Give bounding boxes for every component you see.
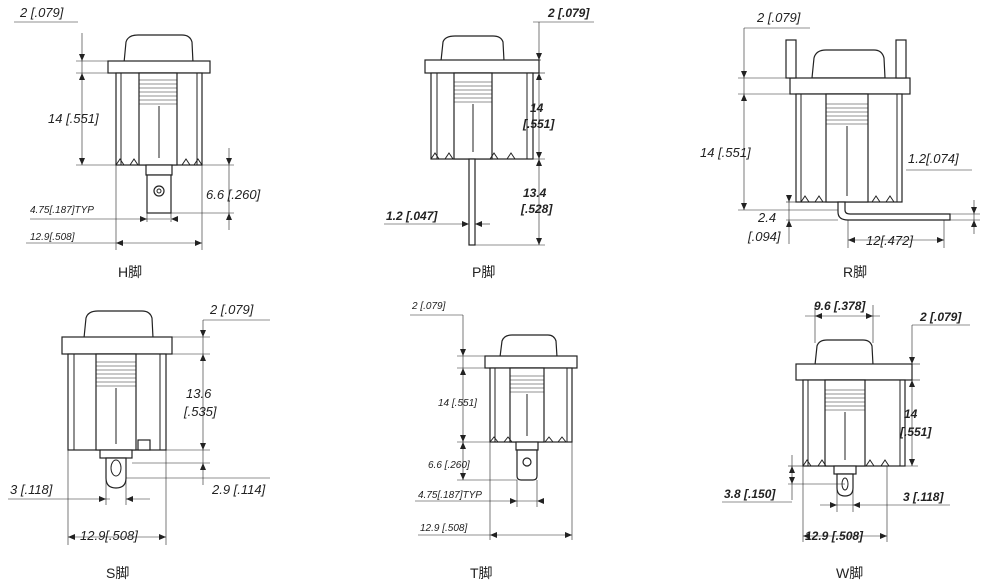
view-t: 2 [.079] 14 [.551] 6.6 [.260] 4.75[.187]… xyxy=(410,301,578,581)
view-p: 2 [.079] 14 [.551] 13.4 [.528] 1.2 [.047… xyxy=(384,6,594,280)
r-caption: R脚 xyxy=(843,264,867,280)
p-dim-body-height-b: [.551] xyxy=(522,117,555,131)
t-dim-body-height: 14 [.551] xyxy=(438,398,477,409)
p-dim-top-offset: 2 [.079] xyxy=(547,6,590,20)
r-dim-bend-b: [.094] xyxy=(747,229,781,244)
s-switch-body xyxy=(61,310,173,489)
w-dim-tab-len: 3 [.118] xyxy=(903,490,944,504)
h-dim-overall-width: 12.9[.508] xyxy=(30,232,75,243)
p-dim-pin-len-a: 13.4 xyxy=(523,186,547,200)
s-dim-body-height-b: [.535] xyxy=(183,404,217,419)
w-caption: W脚 xyxy=(836,565,863,581)
w-dim-hole-offset: 3.8 [.150] xyxy=(724,487,776,501)
h-dim-body-height: 14 [.551] xyxy=(48,111,99,126)
h-dim-terminal-len: 6.6 [.260] xyxy=(206,187,261,202)
t-switch-body xyxy=(484,334,578,481)
view-s: 2 [.079] 13.6 [.535] 2.9 [.114] 3 [.118]… xyxy=(8,302,270,581)
view-h: 2 [.079] 14 [.551] 6.6 [.260] 4.75[.187]… xyxy=(14,5,261,280)
r-dim-bend-a: 2.4 xyxy=(757,210,776,225)
w-dim-top-offset: 2 [.079] xyxy=(919,310,962,324)
w-dim-body-height-a: 14 xyxy=(904,407,918,421)
r-dim-pin-reach: 12[.472] xyxy=(866,233,913,248)
r-dim-pin-thick: 1.2[.074] xyxy=(908,151,959,166)
t-dim-overall-width: 12.9 [.508] xyxy=(420,523,467,534)
s-dim-hole-offset: 3 [.118] xyxy=(10,482,53,497)
s-caption: S脚 xyxy=(106,565,129,581)
t-dim-terminal-len: 6.6 [.260] xyxy=(428,460,470,471)
r-dim-top-offset: 2 [.079] xyxy=(756,10,801,25)
t-caption: T脚 xyxy=(470,565,493,581)
t-dim-top-offset: 2 [.079] xyxy=(411,301,446,312)
s-dim-body-height-a: 13.6 xyxy=(186,386,212,401)
h-dim-top-offset: 2 [.079] xyxy=(19,5,64,20)
p-dim-pin-dia: 1.2 [.047] xyxy=(386,209,438,223)
w-dim-cap-width: 9.6 [.378] xyxy=(814,299,866,313)
s-dim-overall-width: 12.9[.508] xyxy=(80,528,138,543)
h-switch-body xyxy=(107,34,211,214)
h-dim-terminal-width: 4.75[.187]TYP xyxy=(30,205,94,216)
w-dim-body-height-b: [.551] xyxy=(899,425,932,439)
r-switch-body xyxy=(785,39,951,221)
p-caption: P脚 xyxy=(472,264,495,280)
p-dim-body-height-a: 14 xyxy=(530,101,544,115)
p-dim-pin-len-b: [.528] xyxy=(520,202,553,216)
w-switch-body xyxy=(795,339,913,497)
s-dim-top-offset: 2 [.079] xyxy=(209,302,254,317)
r-dim-body-height: 14 [.551] xyxy=(700,145,751,160)
view-w: 9.6 [.378] 2 [.079] 14 [.551] 3.8 [.150]… xyxy=(722,299,970,581)
s-dim-tab-len: 2.9 [.114] xyxy=(211,482,266,497)
t-dim-terminal-width: 4.75[.187]TYP xyxy=(418,490,482,501)
w-dim-overall-width: 12.9 [.508] xyxy=(805,529,864,543)
view-r: 2 [.079] 14 [.551] 1.2[.074] 2.4 [.094] … xyxy=(700,10,980,280)
h-caption: H脚 xyxy=(118,264,142,280)
